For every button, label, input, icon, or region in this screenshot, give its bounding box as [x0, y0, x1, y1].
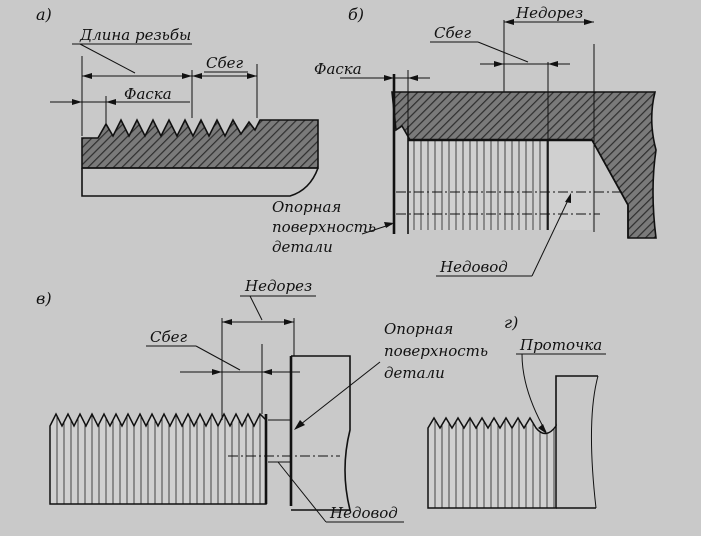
- thread-bore: [408, 140, 548, 230]
- label-groove: Проточка: [519, 336, 602, 354]
- leader-line: [249, 295, 263, 321]
- leader-line: [195, 345, 241, 371]
- panel-a: а) Длина резьбы Сбег Фаска: [36, 5, 319, 197]
- leader-line: [531, 195, 571, 277]
- leader-line: [79, 43, 136, 74]
- arrow-head: [584, 19, 594, 25]
- undercut-zone: [548, 140, 592, 230]
- label-support-1: Опорная: [272, 198, 341, 216]
- label-runout: Сбег: [206, 54, 244, 72]
- label-support-2: поверхность: [272, 218, 376, 236]
- label-support-3: детали: [384, 364, 445, 382]
- arrow-head: [548, 61, 558, 67]
- break-line: [590, 375, 599, 509]
- leader-line: [277, 461, 327, 523]
- panel-v: в) Недорез Сбег Опорная поверхность дета…: [36, 277, 488, 523]
- label-underrun: Недовод: [439, 258, 508, 276]
- arrow-head: [565, 193, 571, 203]
- arrow-head: [72, 99, 82, 105]
- leader-line: [477, 41, 529, 63]
- panel-b-letter: б): [348, 5, 364, 24]
- arrow-head: [106, 99, 116, 105]
- mating-part-outline: [291, 355, 352, 511]
- label-undercut: Недорез: [244, 277, 312, 295]
- arrow-head: [182, 73, 192, 79]
- leader-line: [521, 353, 547, 433]
- panel-v-letter: в): [36, 289, 52, 308]
- label-support-2: поверхность: [384, 342, 488, 360]
- label-undercut: Недорез: [515, 4, 583, 22]
- arrow-head: [284, 319, 294, 325]
- arrow-head: [82, 73, 92, 79]
- label-chamfer: Фаска: [314, 60, 362, 78]
- arrow-head: [384, 222, 394, 228]
- panel-a-letter: а): [36, 5, 52, 24]
- shoulder-outline: [555, 375, 598, 426]
- panel-b: б) Фаска Сбег: [272, 4, 657, 277]
- leader-line: [295, 361, 381, 429]
- arrow-head: [212, 369, 222, 375]
- arrow-head: [494, 61, 504, 67]
- bolt-section-hatched: [81, 118, 319, 169]
- arrow-head: [384, 75, 394, 81]
- bolt-lower-outline: [81, 167, 319, 197]
- arrow-head: [538, 424, 547, 434]
- label-chamfer: Фаска: [124, 85, 172, 103]
- label-support-3: детали: [272, 238, 333, 256]
- panel-g-letter: г): [504, 313, 518, 332]
- arrow-head: [262, 369, 272, 375]
- label-thread-length: Длина резьбы: [79, 26, 191, 44]
- label-support-1: Опорная: [384, 320, 453, 338]
- label-underrun: Недовод: [329, 504, 398, 522]
- arrow-head: [504, 19, 514, 25]
- panel-g: г) Проточка: [427, 313, 606, 509]
- arrow-head: [247, 73, 257, 79]
- label-runout: Сбег: [150, 328, 188, 346]
- arrow-head: [192, 73, 202, 79]
- taper-line: [591, 139, 629, 206]
- bolt-threaded-body: [49, 412, 267, 505]
- arrow-head: [294, 420, 305, 430]
- label-runout: Сбег: [434, 24, 472, 42]
- bolt-with-groove: [427, 416, 557, 509]
- arrow-head: [222, 319, 232, 325]
- arrow-head: [408, 75, 418, 81]
